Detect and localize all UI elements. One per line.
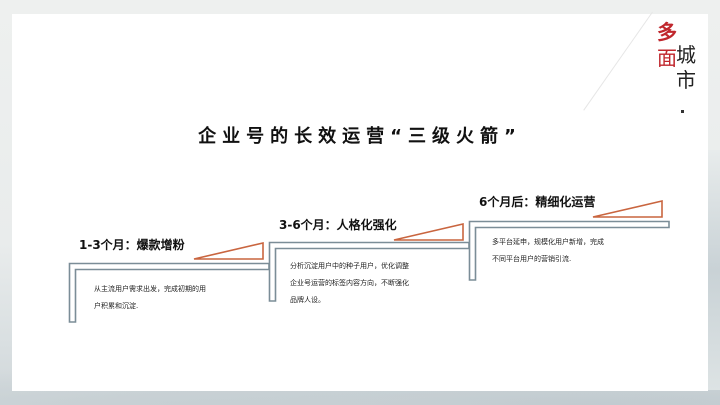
- step-frame: [468, 220, 670, 281]
- logo-char: 城: [676, 43, 696, 67]
- background-mist-right: [706, 150, 720, 390]
- step-description: 多平台延申，规模化用户新增，完成 不同平台用户的营销引流.: [492, 234, 662, 268]
- logo-char: 多: [657, 20, 677, 44]
- step-heading: 6个月后：精细化运营: [479, 195, 596, 209]
- logo-char: 市: [676, 68, 696, 92]
- description-line: 不同平台用户的营销引流.: [492, 255, 572, 263]
- description-line: 户积累和沉淀.: [94, 302, 139, 310]
- step-heading: 1-3个月：爆款增粉: [79, 238, 185, 252]
- description-line: 从主流用户需求出发，完成初期的用: [94, 285, 206, 293]
- brand-logo: 多 面 城 市: [583, 11, 710, 122]
- step-description: 分析沉淀用户中的种子用户，优化调整 企业号运营的标签内容方向，不断强化 品牌人设…: [290, 258, 460, 309]
- slide-card: [12, 14, 708, 391]
- page-title: 企业号的长效运营“三级火箭”: [198, 126, 522, 147]
- logo-char: 面: [657, 46, 677, 70]
- logo-seal-icon: [681, 110, 684, 113]
- flag-triangle-icon: [393, 222, 464, 241]
- step-description: 从主流用户需求出发，完成初期的用 户积累和沉淀.: [94, 281, 254, 315]
- description-line: 品牌人设。: [290, 296, 325, 304]
- step-heading: 3-6个月：人格化强化: [279, 218, 397, 232]
- description-line: 多平台延申，规模化用户新增，完成: [492, 238, 604, 246]
- description-line: 企业号运营的标签内容方向，不断强化: [290, 279, 409, 287]
- flag-triangle-icon: [193, 241, 264, 260]
- flag-triangle-icon: [592, 199, 663, 218]
- description-line: 分析沉淀用户中的种子用户，优化调整: [290, 262, 409, 270]
